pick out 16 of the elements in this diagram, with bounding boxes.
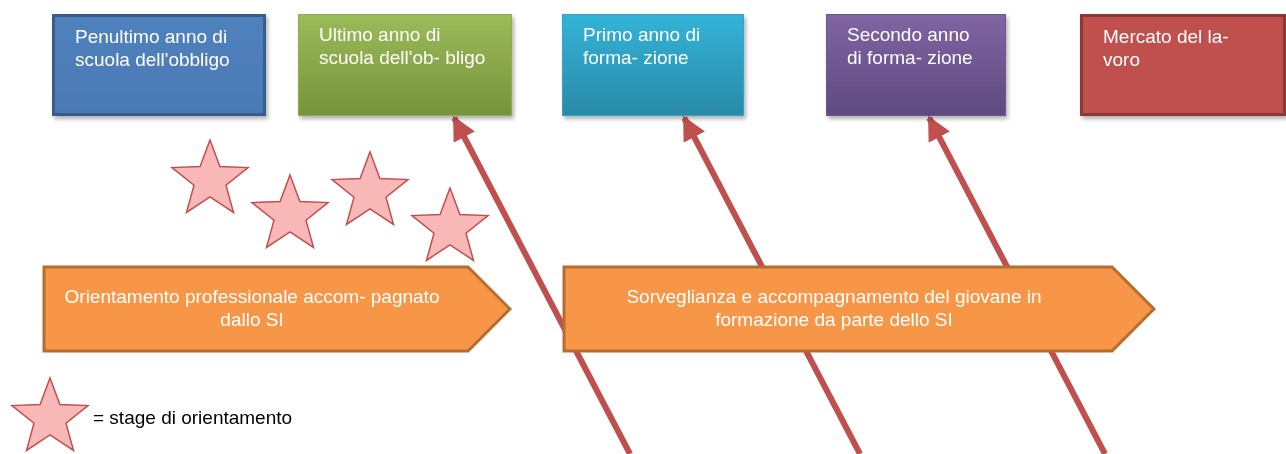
chevron-arrow	[42, 265, 512, 353]
box-label: Penultimo anno di scuola dell'obbligo	[75, 25, 231, 71]
legend-label: = stage di orientamento	[93, 407, 293, 429]
stage-box	[52, 14, 266, 116]
box-label: Secondo anno di forma- zione	[847, 23, 974, 69]
chevron-arrow	[562, 265, 1156, 353]
stage-box	[298, 14, 512, 116]
arrow-label: Orientamento professionale accom- pagnato dallo SI	[63, 285, 441, 331]
box-label: Mercato del la- voro	[1103, 25, 1230, 71]
stage-box	[1080, 14, 1286, 116]
arrow	[451, 115, 633, 454]
arrow-label: Sorveglianza e accompagnamento del giovane in formazione da parte dello SI	[625, 285, 1043, 331]
stage-box	[826, 14, 1006, 116]
box-label: Ultimo anno di scuola dell'ob- bligo	[319, 23, 487, 69]
box-label: Primo anno di forma- zione	[583, 23, 702, 69]
stage-box	[562, 14, 744, 116]
